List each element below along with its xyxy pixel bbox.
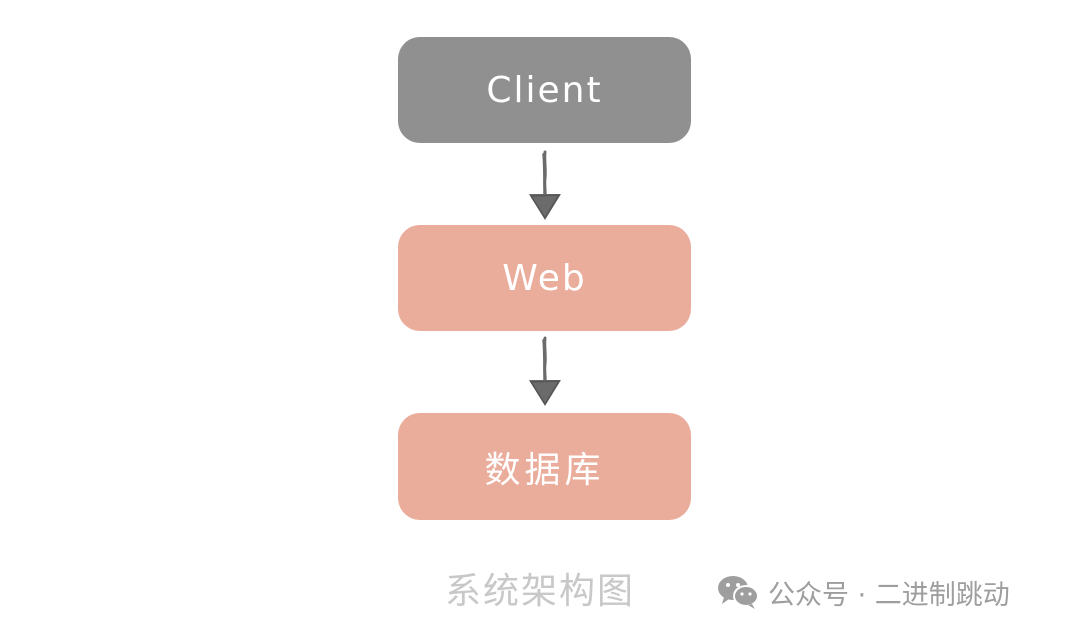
watermark: 公众号 · 二进制跳动 [716,570,1010,614]
web-to-database-arrow [529,336,561,406]
wechat-icon [718,576,759,609]
database-node-label: 数据库 [484,449,605,491]
watermark-text: 公众号 · 二进制跳动 [768,579,1010,611]
client-to-web-arrow [529,150,561,220]
client-node: Client [398,37,691,143]
diagram-caption: 系统架构图 [445,571,636,612]
client-node-label: Client [486,69,603,111]
web-node-label: Web [502,257,587,299]
database-node: 数据库 [398,413,691,520]
web-node: Web [398,225,691,331]
